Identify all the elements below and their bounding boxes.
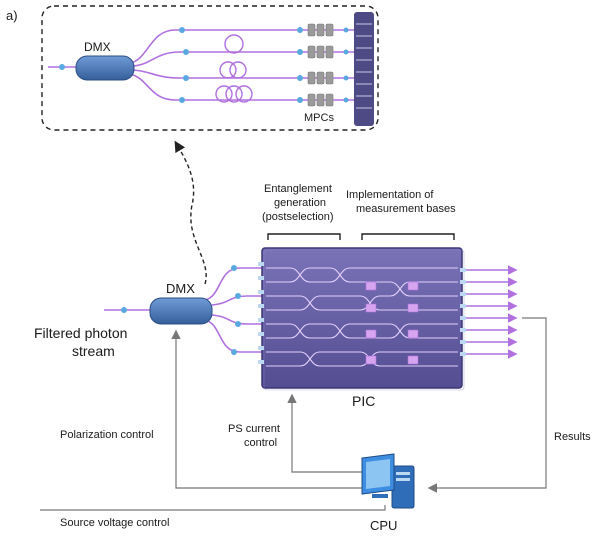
pic-waveguide-mesh: [266, 267, 458, 367]
cpu-label: CPU: [370, 518, 397, 533]
pic-input-couplers: [258, 262, 264, 364]
inset-callout-arrow: [174, 140, 207, 285]
measurement-brace: [361, 233, 455, 240]
dmx-fanout-nodes: [231, 265, 241, 355]
ps-current-line: [287, 393, 382, 473]
control-lines: [40, 317, 547, 511]
inset-frame: [41, 5, 379, 131]
inset-mpcs: [307, 23, 334, 107]
inset-dmx: DMX: [75, 40, 135, 81]
pic-output-waveguides: [466, 265, 518, 359]
source-voltage-line: [40, 505, 386, 511]
mpcs-label: MPCs: [304, 112, 334, 124]
inset-waveguides: [129, 29, 354, 101]
inset-delay-coils: [215, 34, 253, 103]
entanglement-label-line1: Entanglement: [264, 183, 332, 195]
pic-chip: [258, 247, 466, 391]
pic-output-couplers: [460, 268, 466, 356]
input-label-line1: Filtered photon: [34, 325, 127, 341]
results-line: [427, 317, 547, 493]
cpu-icon: [361, 453, 415, 509]
dmx-fanout-waveguides: [204, 267, 262, 353]
polarization-label: Polarization control: [60, 429, 154, 441]
inset-fiber-array: [354, 12, 374, 126]
ps-current-label-line2: control: [244, 437, 277, 449]
source-voltage-label: Source voltage control: [60, 517, 169, 529]
measurement-label-line1: Implementation of: [346, 189, 434, 201]
dmx-label: DMX: [166, 281, 195, 296]
panel-label: a): [6, 8, 18, 23]
inset-input-fiber: [48, 64, 78, 70]
input-label-line2: stream: [72, 343, 115, 359]
pic-phase-shifters: [365, 281, 419, 365]
entanglement-brace: [267, 233, 341, 240]
ps-current-label-line1: PS current: [228, 423, 280, 435]
inset-dmx-label: DMX: [84, 40, 111, 54]
results-label: Results: [554, 431, 591, 443]
dmx-block: DMX: [149, 281, 213, 325]
pic-label: PIC: [352, 393, 375, 409]
entanglement-label-line3: (postselection): [262, 211, 334, 223]
measurement-label-line2: measurement bases: [356, 203, 456, 215]
inset-panel: a): [6, 5, 379, 131]
entanglement-label-line2: generation: [274, 197, 326, 209]
polarization-line: [171, 329, 362, 489]
inset-fiber-nodes: [179, 27, 349, 103]
input-fiber: [104, 307, 150, 313]
